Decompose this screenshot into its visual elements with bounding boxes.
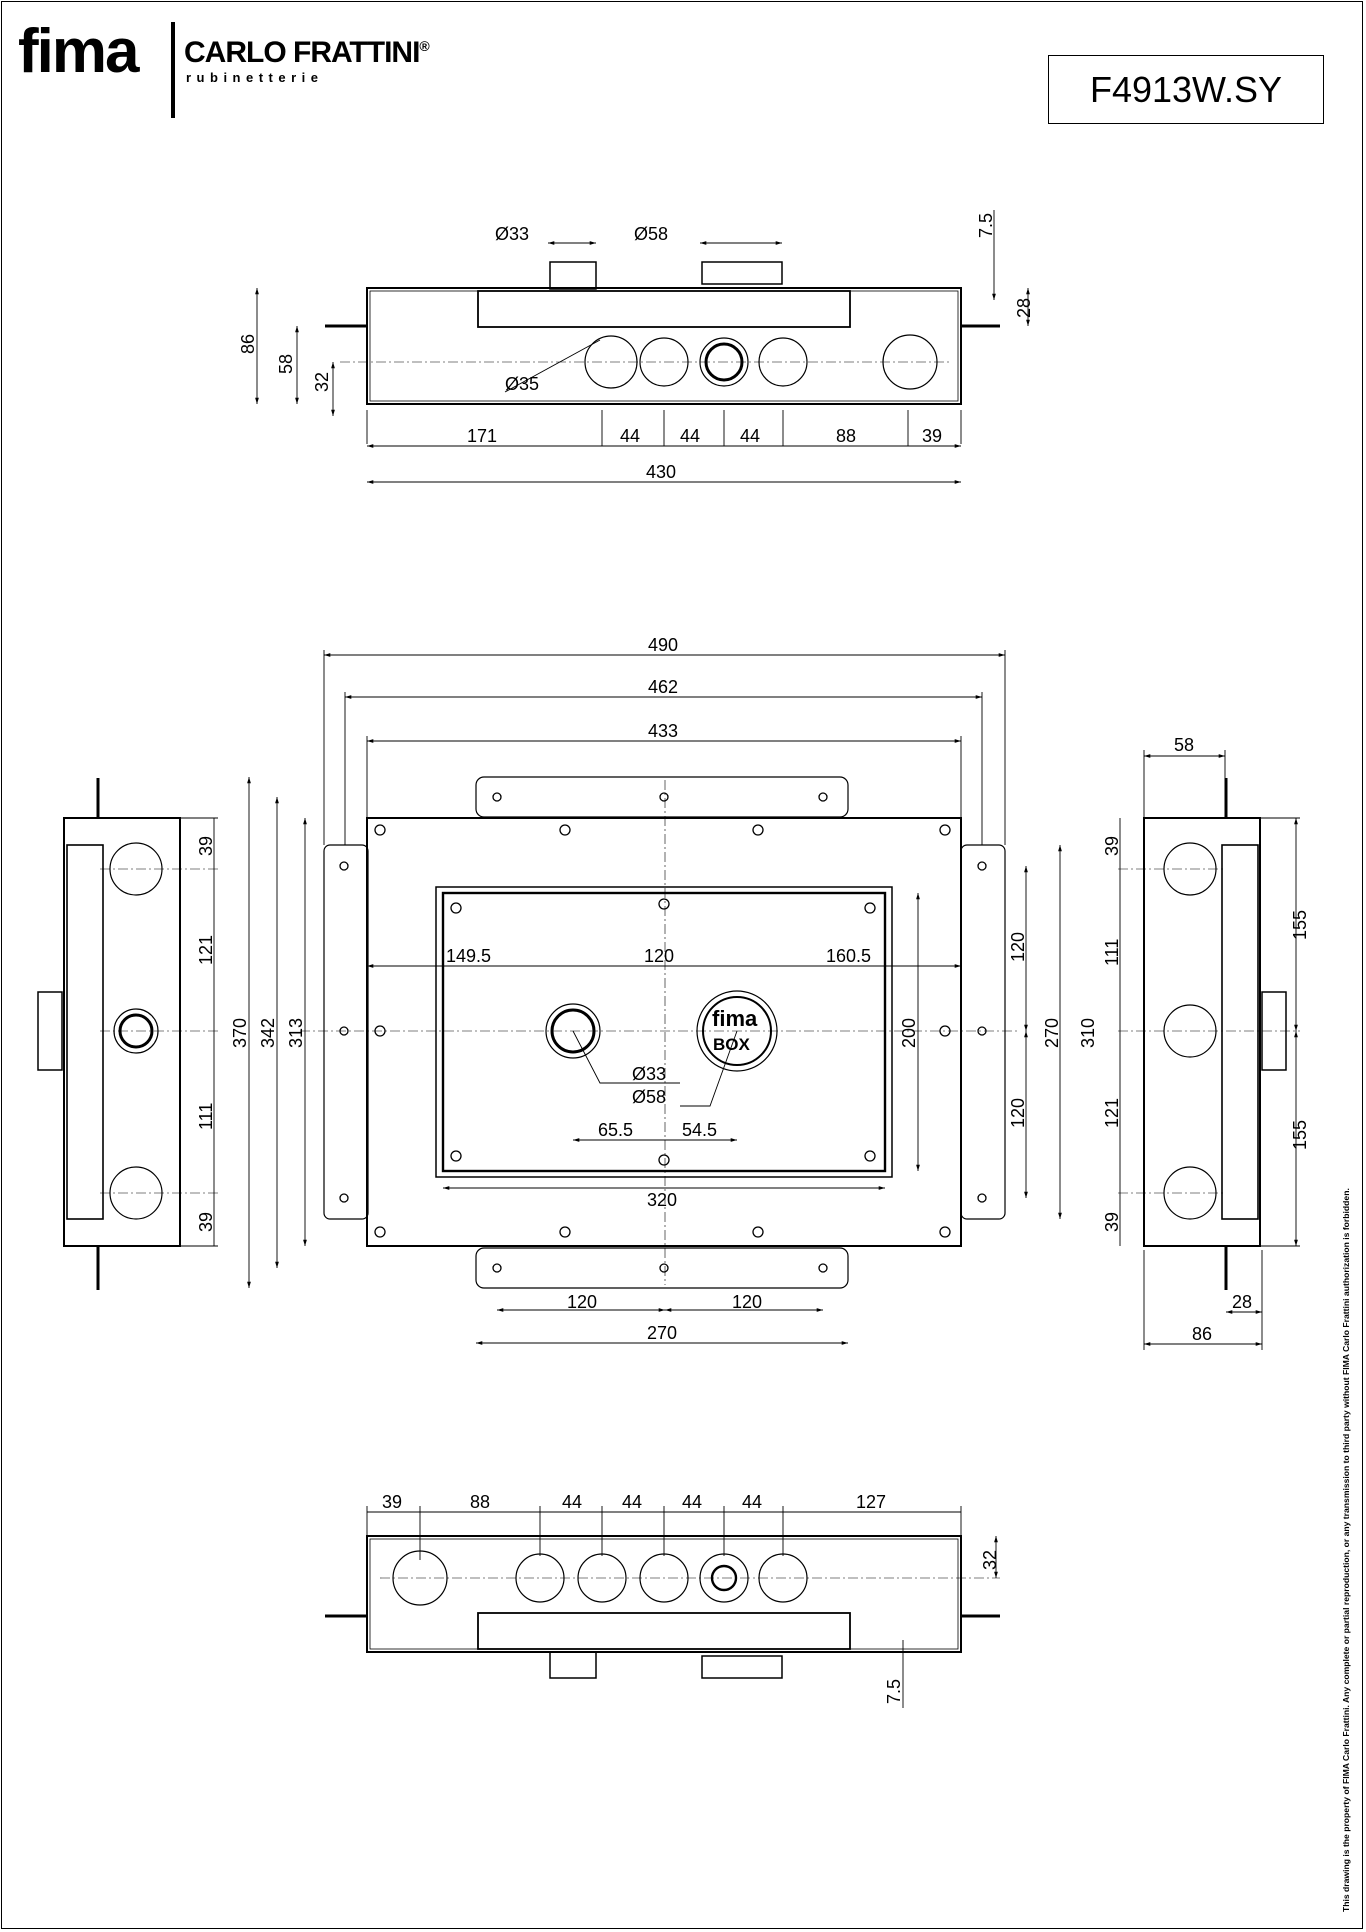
dim-front-310: 310 <box>1078 1018 1098 1048</box>
dim-left-111: 111 <box>196 1103 216 1130</box>
dim-right-39b: 39 <box>1102 1212 1122 1232</box>
dim-right-86: 86 <box>1192 1324 1212 1344</box>
dim-front-313: 313 <box>286 1018 306 1048</box>
dim-right-39a: 39 <box>1102 836 1122 856</box>
dim-front-120-left: 120 <box>567 1292 597 1312</box>
dim-top-430: 430 <box>646 462 676 482</box>
dim-top-32: 32 <box>312 372 332 392</box>
dim-front-d58: Ø58 <box>632 1087 666 1107</box>
logo-brand-text: CARLO FRATTINI® <box>184 36 430 69</box>
box-logo-text: fima <box>712 1006 758 1031</box>
dim-top-d35: Ø35 <box>505 374 539 394</box>
left-view <box>37 778 218 1290</box>
dim-front-65-5: 65.5 <box>598 1120 633 1140</box>
dim-bottom-44b: 44 <box>622 1492 642 1512</box>
dim-right-28: 28 <box>1232 1292 1252 1312</box>
bottom-view-dimensions <box>366 1506 998 1708</box>
front-view-dimensions <box>247 650 1062 1345</box>
dim-top-44a: 44 <box>620 426 640 446</box>
dim-top-d58: Ø58 <box>634 224 668 244</box>
dim-front-270-v: 270 <box>1042 1018 1062 1048</box>
dim-front-342: 342 <box>258 1018 278 1048</box>
dim-front-200: 200 <box>899 1018 919 1048</box>
dim-top-44c: 44 <box>740 426 760 446</box>
dim-right-111: 111 <box>1102 939 1122 966</box>
dim-front-120-right: 120 <box>732 1292 762 1312</box>
dim-front-120b: 120 <box>1008 1098 1028 1128</box>
dim-front-120-mid: 120 <box>644 946 674 966</box>
top-view-labels: Ø33 Ø58 Ø35 171 44 44 44 88 39 430 86 58… <box>238 213 1034 482</box>
dim-bottom-127: 127 <box>856 1492 886 1512</box>
dim-front-490: 490 <box>648 635 678 655</box>
bottom-view-labels: 39 88 44 44 44 44 127 32 7.5 <box>382 1492 1000 1704</box>
left-view-labels: 39 121 111 39 <box>196 836 216 1232</box>
dim-bottom-7-5: 7.5 <box>884 1679 904 1704</box>
dim-front-149-5: 149.5 <box>446 946 491 966</box>
product-code: F4913W.SY <box>1089 68 1283 110</box>
dim-left-39b: 39 <box>196 1212 216 1232</box>
dim-front-120a: 120 <box>1008 932 1028 962</box>
dim-bottom-88: 88 <box>470 1492 490 1512</box>
front-view-labels: 490 462 433 149.5 120 160.5 Ø33 Ø58 65.5… <box>230 635 1098 1343</box>
dim-front-462: 462 <box>648 677 678 697</box>
bottom-view <box>325 1535 1000 1679</box>
dim-left-121: 121 <box>196 935 216 965</box>
dim-top-86: 86 <box>238 334 258 354</box>
dim-bottom-44c: 44 <box>682 1492 702 1512</box>
dim-top-39: 39 <box>922 426 942 446</box>
dim-right-58: 58 <box>1174 735 1194 755</box>
dim-front-160-5: 160.5 <box>826 946 871 966</box>
top-view <box>325 261 1000 405</box>
right-view-dimensions <box>1119 750 1300 1350</box>
dim-right-155b: 155 <box>1290 1120 1310 1150</box>
logo-divider <box>171 22 175 118</box>
dim-bottom-39: 39 <box>382 1492 402 1512</box>
dim-front-270: 270 <box>647 1323 677 1343</box>
dim-front-54-5: 54.5 <box>682 1120 717 1140</box>
logo-main-text: fima <box>18 17 139 86</box>
right-view-labels: 58 39 111 121 39 155 155 28 86 <box>1102 735 1310 1344</box>
front-view-screws <box>339 792 987 1273</box>
logo-sub-text: rubinetterie <box>186 70 324 85</box>
dim-bottom-32: 32 <box>980 1550 1000 1570</box>
dim-front-370: 370 <box>230 1018 250 1048</box>
dim-front-320: 320 <box>647 1190 677 1210</box>
dim-bottom-44a: 44 <box>562 1492 582 1512</box>
dim-front-433: 433 <box>648 721 678 741</box>
dim-top-28: 28 <box>1014 298 1034 318</box>
dim-right-121: 121 <box>1102 1098 1122 1128</box>
left-view-dimensions <box>180 817 218 1247</box>
right-view <box>1118 778 1300 1290</box>
product-code-box: F4913W.SY <box>1048 55 1324 124</box>
dim-top-7-5: 7.5 <box>976 213 996 238</box>
dim-top-171: 171 <box>467 426 497 446</box>
dim-right-155a: 155 <box>1290 910 1310 940</box>
dim-top-88: 88 <box>836 426 856 446</box>
dim-left-39a: 39 <box>196 836 216 856</box>
dim-top-58: 58 <box>276 354 296 374</box>
dim-front-d33: Ø33 <box>632 1064 666 1084</box>
dim-top-d33: Ø33 <box>495 224 529 244</box>
front-view <box>300 776 1020 1289</box>
top-view-dimensions <box>255 210 1030 484</box>
dim-top-44b: 44 <box>680 426 700 446</box>
dim-bottom-44d: 44 <box>742 1492 762 1512</box>
